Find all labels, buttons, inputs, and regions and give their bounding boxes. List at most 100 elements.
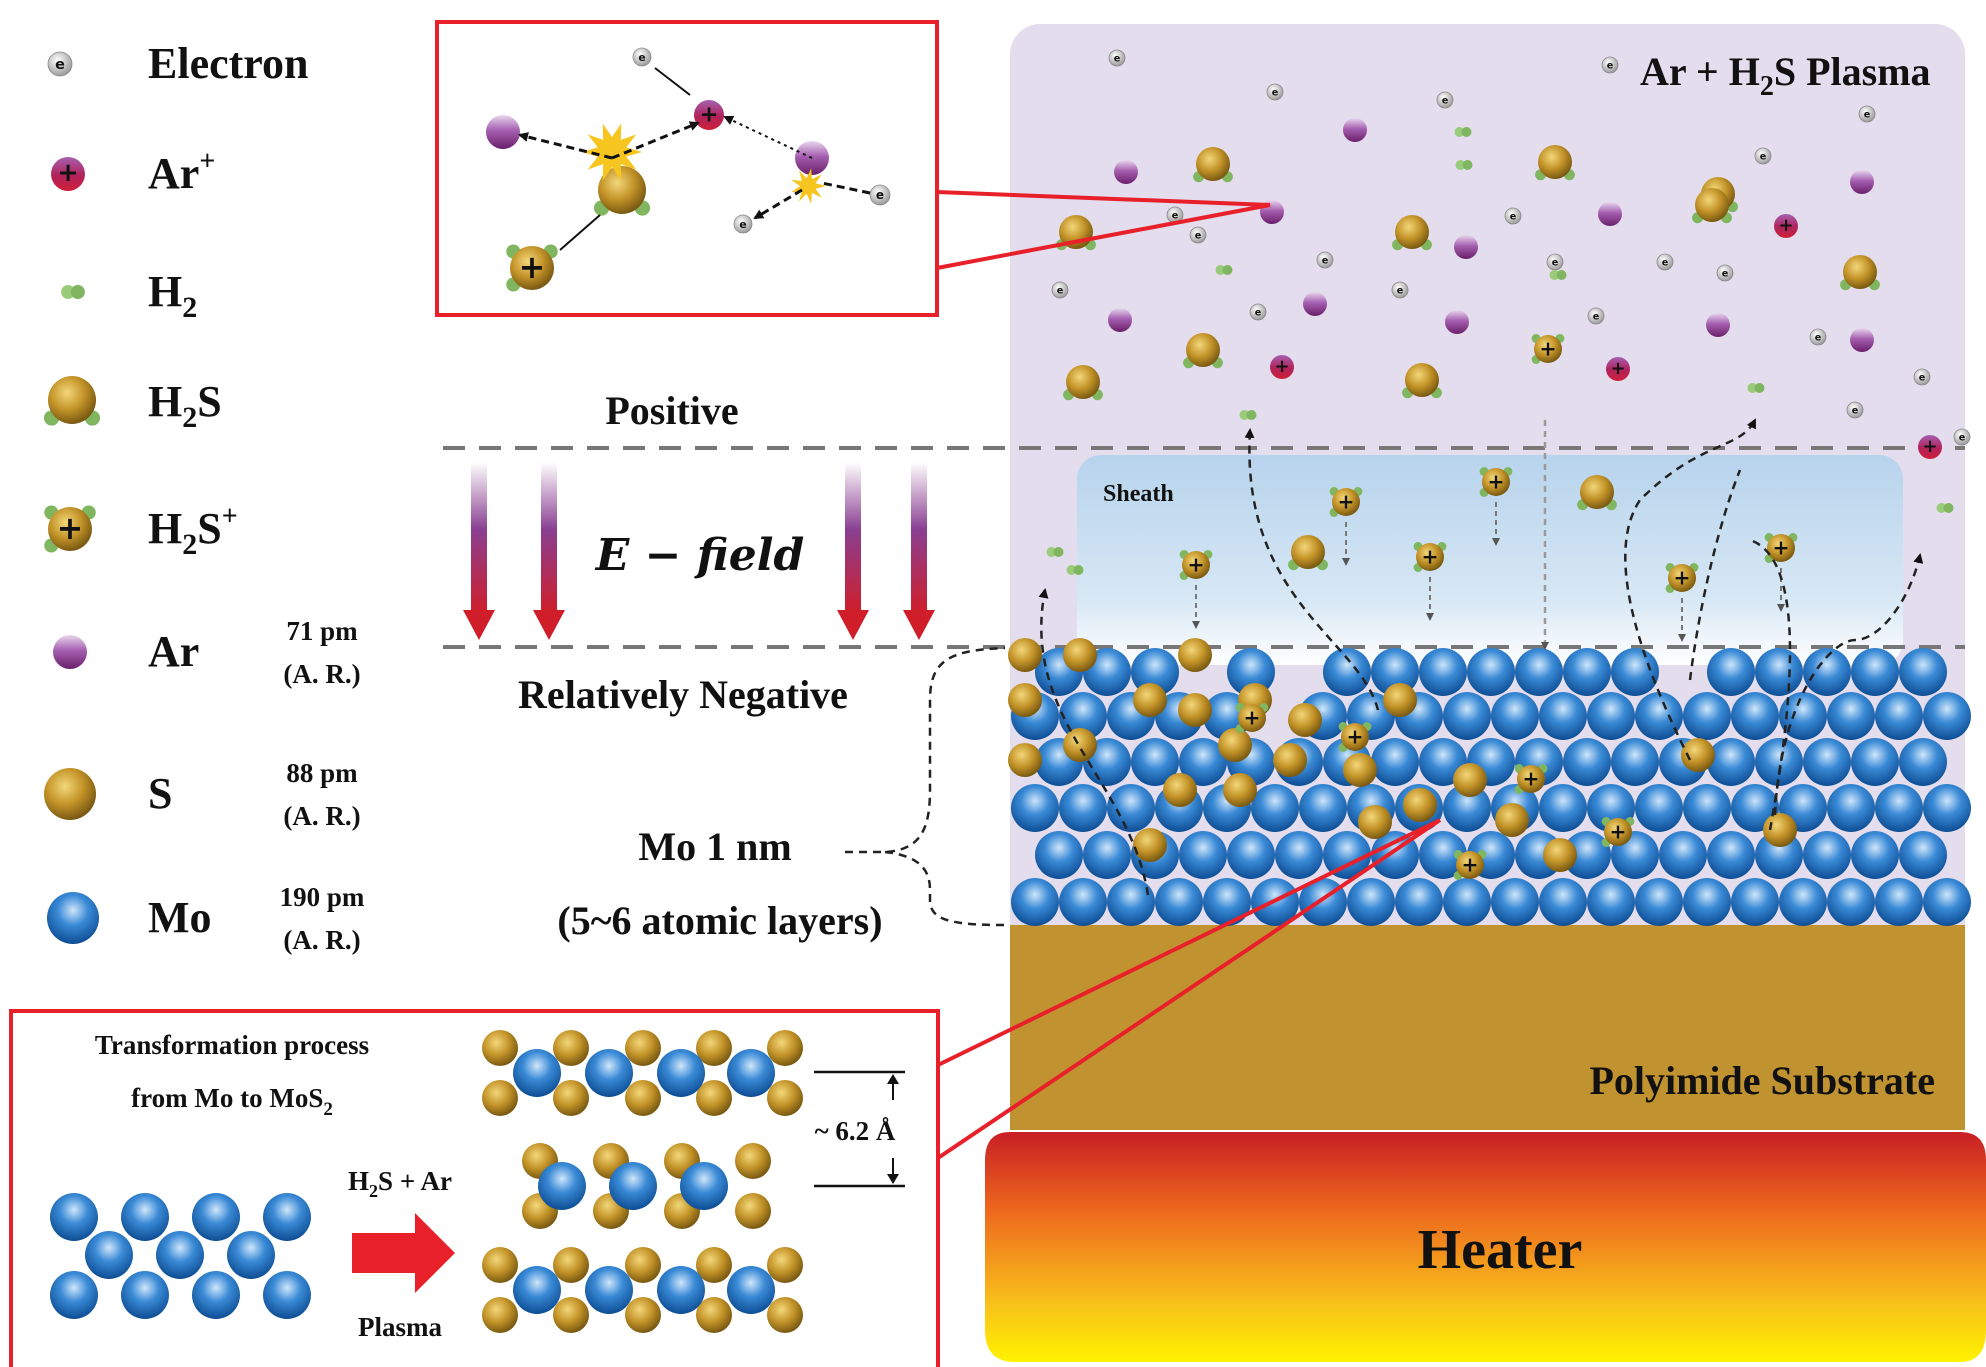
h2s-molecule — [1692, 188, 1732, 224]
mo-atom — [1755, 738, 1803, 786]
mo-atom — [1683, 878, 1731, 926]
lattice-sulfur-atom — [767, 1247, 803, 1283]
process-plasma-label: Plasma — [358, 1312, 442, 1342]
electron: e — [1166, 206, 1184, 224]
polyimide-substrate — [1010, 925, 1965, 1130]
mo-atom — [1779, 878, 1827, 926]
argon-atom — [1850, 328, 1874, 352]
mo-atom — [1227, 831, 1275, 879]
mo-atom — [1755, 648, 1803, 696]
lattice-sulfur-atom — [482, 1030, 518, 1066]
lattice-mo-atom — [156, 1231, 204, 1279]
lattice-sulfur-atom — [553, 1247, 589, 1283]
mo-atom — [1275, 831, 1323, 879]
mo-atom — [1731, 878, 1779, 926]
svg-text:e: e — [876, 188, 884, 202]
mo-atom — [1443, 878, 1491, 926]
lattice-sulfur-atom — [553, 1080, 589, 1116]
svg-text:+: + — [700, 101, 719, 127]
mo-atom — [1443, 784, 1491, 832]
argon-atom — [1850, 170, 1874, 194]
svg-text:+: + — [1523, 766, 1540, 790]
h2s-ion: + — [1235, 703, 1269, 733]
mo-atom — [1467, 648, 1515, 696]
sulfur-atom — [1178, 638, 1212, 672]
electron: e — [1249, 303, 1267, 321]
mo-atom — [1011, 784, 1059, 832]
sulfur-atom — [1288, 703, 1322, 737]
svg-text:+: + — [1922, 436, 1937, 457]
electron: e — [1913, 368, 1931, 386]
mo-atom — [1059, 784, 1107, 832]
svg-text:+: + — [1188, 552, 1205, 576]
mo-atom — [1395, 878, 1443, 926]
h2s-ion: + — [1665, 563, 1699, 593]
h2s-molecule — [1063, 365, 1103, 401]
sulfur-atom — [1495, 803, 1529, 837]
svg-text:e: e — [1114, 53, 1121, 64]
lattice-mo-atom — [227, 1231, 275, 1279]
argon-ion: + — [1774, 214, 1798, 238]
efield-arrows — [463, 462, 935, 640]
mo-atom — [1875, 692, 1923, 740]
legend-radius-note-mo: (A. R.) — [283, 925, 360, 955]
svg-text:e: e — [1919, 372, 1926, 383]
lattice-sulfur-atom — [696, 1297, 732, 1333]
lattice-mo-atom — [727, 1049, 775, 1097]
electron-icon: e — [47, 51, 73, 77]
argon-atom — [1598, 202, 1622, 226]
mo-atom — [1611, 738, 1659, 786]
mo-atom — [1443, 692, 1491, 740]
electron: e — [1858, 105, 1876, 123]
svg-text:e: e — [1662, 257, 1669, 268]
lattice-mo-atom — [85, 1231, 133, 1279]
mo-atom — [1539, 878, 1587, 926]
layer-spacing-marker — [814, 1070, 905, 1188]
mo-atom — [1371, 738, 1419, 786]
mo-icon — [47, 892, 99, 944]
argon-icon — [53, 635, 87, 669]
h2s-molecule — [1288, 535, 1328, 571]
mo-atom — [1323, 648, 1371, 696]
svg-text:+: + — [1610, 358, 1625, 379]
lattice-mo-atom — [192, 1193, 240, 1241]
svg-text:e: e — [1760, 151, 1767, 162]
svg-text:e: e — [1815, 332, 1822, 343]
sulfur-atom — [1063, 638, 1097, 672]
svg-text:+: + — [1274, 356, 1289, 377]
mo-atom — [1827, 878, 1875, 926]
mo-atom — [1851, 738, 1899, 786]
mo-atom — [1851, 648, 1899, 696]
h2s-ion: + — [1338, 722, 1372, 752]
sheath-label: Sheath — [1103, 481, 1174, 507]
legend-label-ar_ion: Ar+ — [148, 146, 215, 198]
svg-text:+: + — [57, 509, 84, 547]
lattice-sulfur-atom — [735, 1143, 771, 1179]
svg-text:+: + — [57, 158, 78, 188]
argon-atom — [1454, 235, 1478, 259]
mo-atom — [1011, 878, 1059, 926]
mo-atom — [1419, 831, 1467, 879]
mo-atom — [1827, 692, 1875, 740]
inset-electron-right: e — [869, 184, 891, 206]
electron: e — [1189, 226, 1207, 244]
legend-radius-note-ar: (A. R.) — [283, 659, 360, 689]
legend-radius-note-s: (A. R.) — [283, 801, 360, 831]
legend-radius-ar: 71 pm — [286, 616, 358, 646]
lattice-sulfur-atom — [625, 1247, 661, 1283]
electron: e — [1754, 147, 1772, 165]
process-arrow — [352, 1213, 455, 1293]
h2s-ion: + — [1329, 487, 1363, 517]
electron: e — [1587, 307, 1605, 325]
sulfur-atom — [1133, 683, 1167, 717]
svg-text:+: + — [1488, 469, 1505, 493]
argon-atom — [1114, 160, 1138, 184]
h2s-ion: + — [1453, 850, 1487, 880]
lattice-mo-atom — [727, 1266, 775, 1314]
svg-text:+: + — [1773, 535, 1790, 559]
lattice-sulfur-atom — [553, 1030, 589, 1066]
mo-atom — [1107, 784, 1155, 832]
electron: e — [1656, 253, 1674, 271]
